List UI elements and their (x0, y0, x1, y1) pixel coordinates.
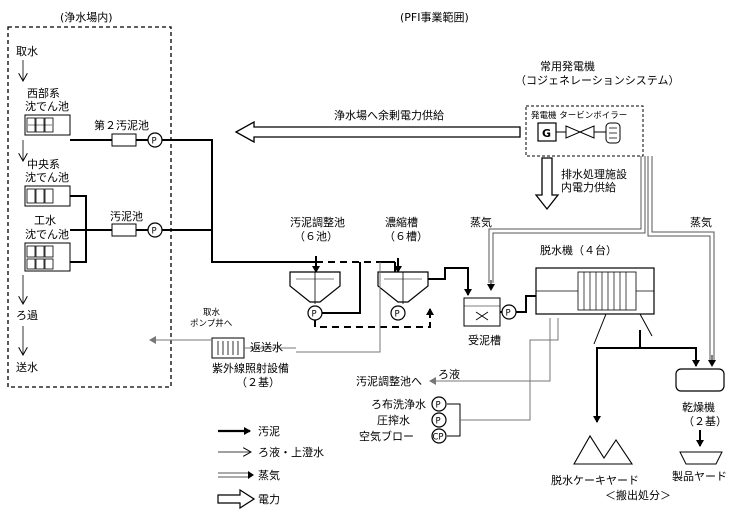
intake-label: 取水 (16, 45, 38, 58)
legend-steam: 蒸気 (258, 468, 280, 482)
pump-receiving: P (501, 304, 517, 320)
steam-right-label: 蒸気 (690, 215, 712, 229)
press-water-label: 圧搾水 (377, 413, 410, 427)
filtrate-label: ろ液 (438, 367, 460, 381)
west-basin (24, 114, 71, 136)
distribution-label: 送水 (16, 360, 38, 374)
generator-label-1: 常用発電機 (540, 59, 595, 73)
sludge-pond-2-label: 第２汚泥池 (94, 118, 149, 132)
filtration-label: ろ過 (16, 309, 38, 322)
legend-sludge: 汚泥 (258, 425, 280, 438)
sludge-pond-2-tank (111, 133, 137, 147)
svg-text:P: P (395, 310, 400, 320)
adjust-pond-label-2: （６池） (294, 230, 338, 243)
dryer (675, 368, 725, 392)
legend-filtrate: ろ液・上澄水 (258, 445, 324, 459)
air-blow-label: 空気ブロー (359, 429, 414, 443)
uv-label-2: （２基） (236, 376, 280, 389)
internal-power-arrow (534, 157, 560, 211)
pump-press-water: P (431, 412, 447, 428)
pump-cloth-wash: P (431, 396, 447, 412)
adjust-pond-tank (289, 271, 341, 304)
generator-symbol: G (542, 127, 551, 140)
receiving-tank (463, 297, 501, 327)
adjust-pond-label-1: 汚泥調整池 (290, 215, 345, 229)
thickener-label-1: 濃縮槽 (385, 215, 418, 229)
svg-text:P: P (152, 137, 157, 147)
intake-well-label-1: 取水 (203, 307, 221, 318)
svg-text:P: P (152, 227, 157, 237)
industrial-basin (24, 242, 71, 272)
product-yard-label: 製品ヤード (672, 469, 727, 483)
central-basin (24, 185, 71, 207)
intake-well-label-2: ポンプ井へ (190, 318, 233, 329)
dryer-label-2: （２基） (683, 415, 727, 428)
pump-thickener: P (390, 305, 406, 321)
disposal-label: ＜搬出処分＞ (605, 488, 671, 502)
steam-left-label: 蒸気 (470, 215, 492, 229)
legend-power: 電力 (258, 493, 280, 506)
pump-sludge: P (147, 222, 163, 238)
cake-yard-icon (573, 434, 634, 465)
surplus-power-arrow (234, 120, 521, 144)
generator-label-2: （コジェネレーションシステム） (515, 74, 679, 87)
product-yard-icon (679, 451, 723, 465)
west-label-2: 沈でん池 (25, 99, 69, 113)
dewater-label: 脱水機（４台） (540, 243, 617, 257)
legend: 汚泥 ろ液・上澄水 蒸気 電力 (217, 425, 324, 510)
to-adjust-pond-label: 汚泥調整池へ (356, 374, 422, 388)
svg-text:P: P (506, 309, 511, 319)
dewatering-machine (535, 267, 655, 345)
uv-label-1: 紫外線照射設備 (212, 361, 289, 375)
central-label-1: 中央系 (27, 158, 60, 171)
industrial-label-2: 沈でん池 (25, 227, 69, 241)
thickener-label-2: （６槽） (384, 230, 428, 243)
receiving-tank-label: 受泥槽 (468, 334, 501, 347)
pump-adjust: P (307, 305, 323, 321)
dryer-label-1: 乾燥機 (682, 400, 715, 414)
industrial-label-1: 工水 (34, 214, 56, 227)
central-label-2: 沈でん池 (25, 170, 69, 184)
sludge-pond-tank (111, 223, 137, 237)
generator-box-label: 発電機 タービンボイラー (531, 110, 627, 121)
sludge-pond-label: 汚泥池 (110, 210, 143, 223)
cloth-wash-label: ろ布洗浄水 (371, 397, 426, 411)
internal-power-label-2: 内電力供給 (561, 180, 616, 194)
boiler-icon (605, 122, 621, 144)
compressor-air: CP (431, 428, 447, 444)
svg-text:CP: CP (433, 433, 444, 443)
svg-text:P: P (436, 417, 441, 427)
west-label-1: 西部系 (27, 86, 60, 100)
internal-power-label-1: 排水処理施設 (561, 167, 627, 181)
plant-boundary (7, 26, 172, 388)
cake-yard-label: 脱水ケーキヤード (551, 473, 639, 487)
pump-sludge-2: P (147, 132, 163, 148)
svg-text:P: P (312, 310, 317, 320)
pfi-title: (PFI事業範囲) (400, 10, 469, 24)
thickener-tank (377, 271, 429, 304)
surplus-power-label: 浄水場へ余剰電力供給 (334, 108, 444, 122)
svg-text:P: P (436, 401, 441, 411)
plant-title: (浄水場内) (60, 10, 113, 24)
return-water-label: 返送水 (250, 340, 283, 354)
